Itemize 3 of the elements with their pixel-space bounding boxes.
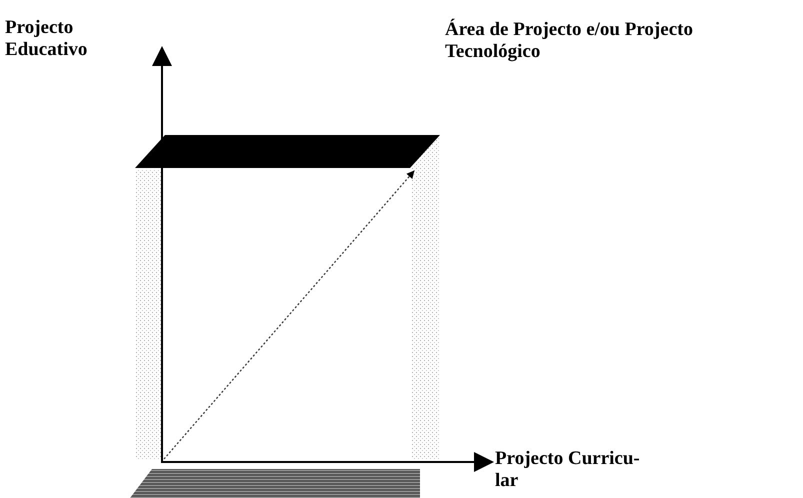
axis-label: Área de Projecto e/ou Projecto Tecnológico <box>445 19 694 63</box>
axis-label: Projecto Educativo <box>5 17 88 61</box>
axis-label: Projecto Curricu- lar <box>495 448 641 492</box>
